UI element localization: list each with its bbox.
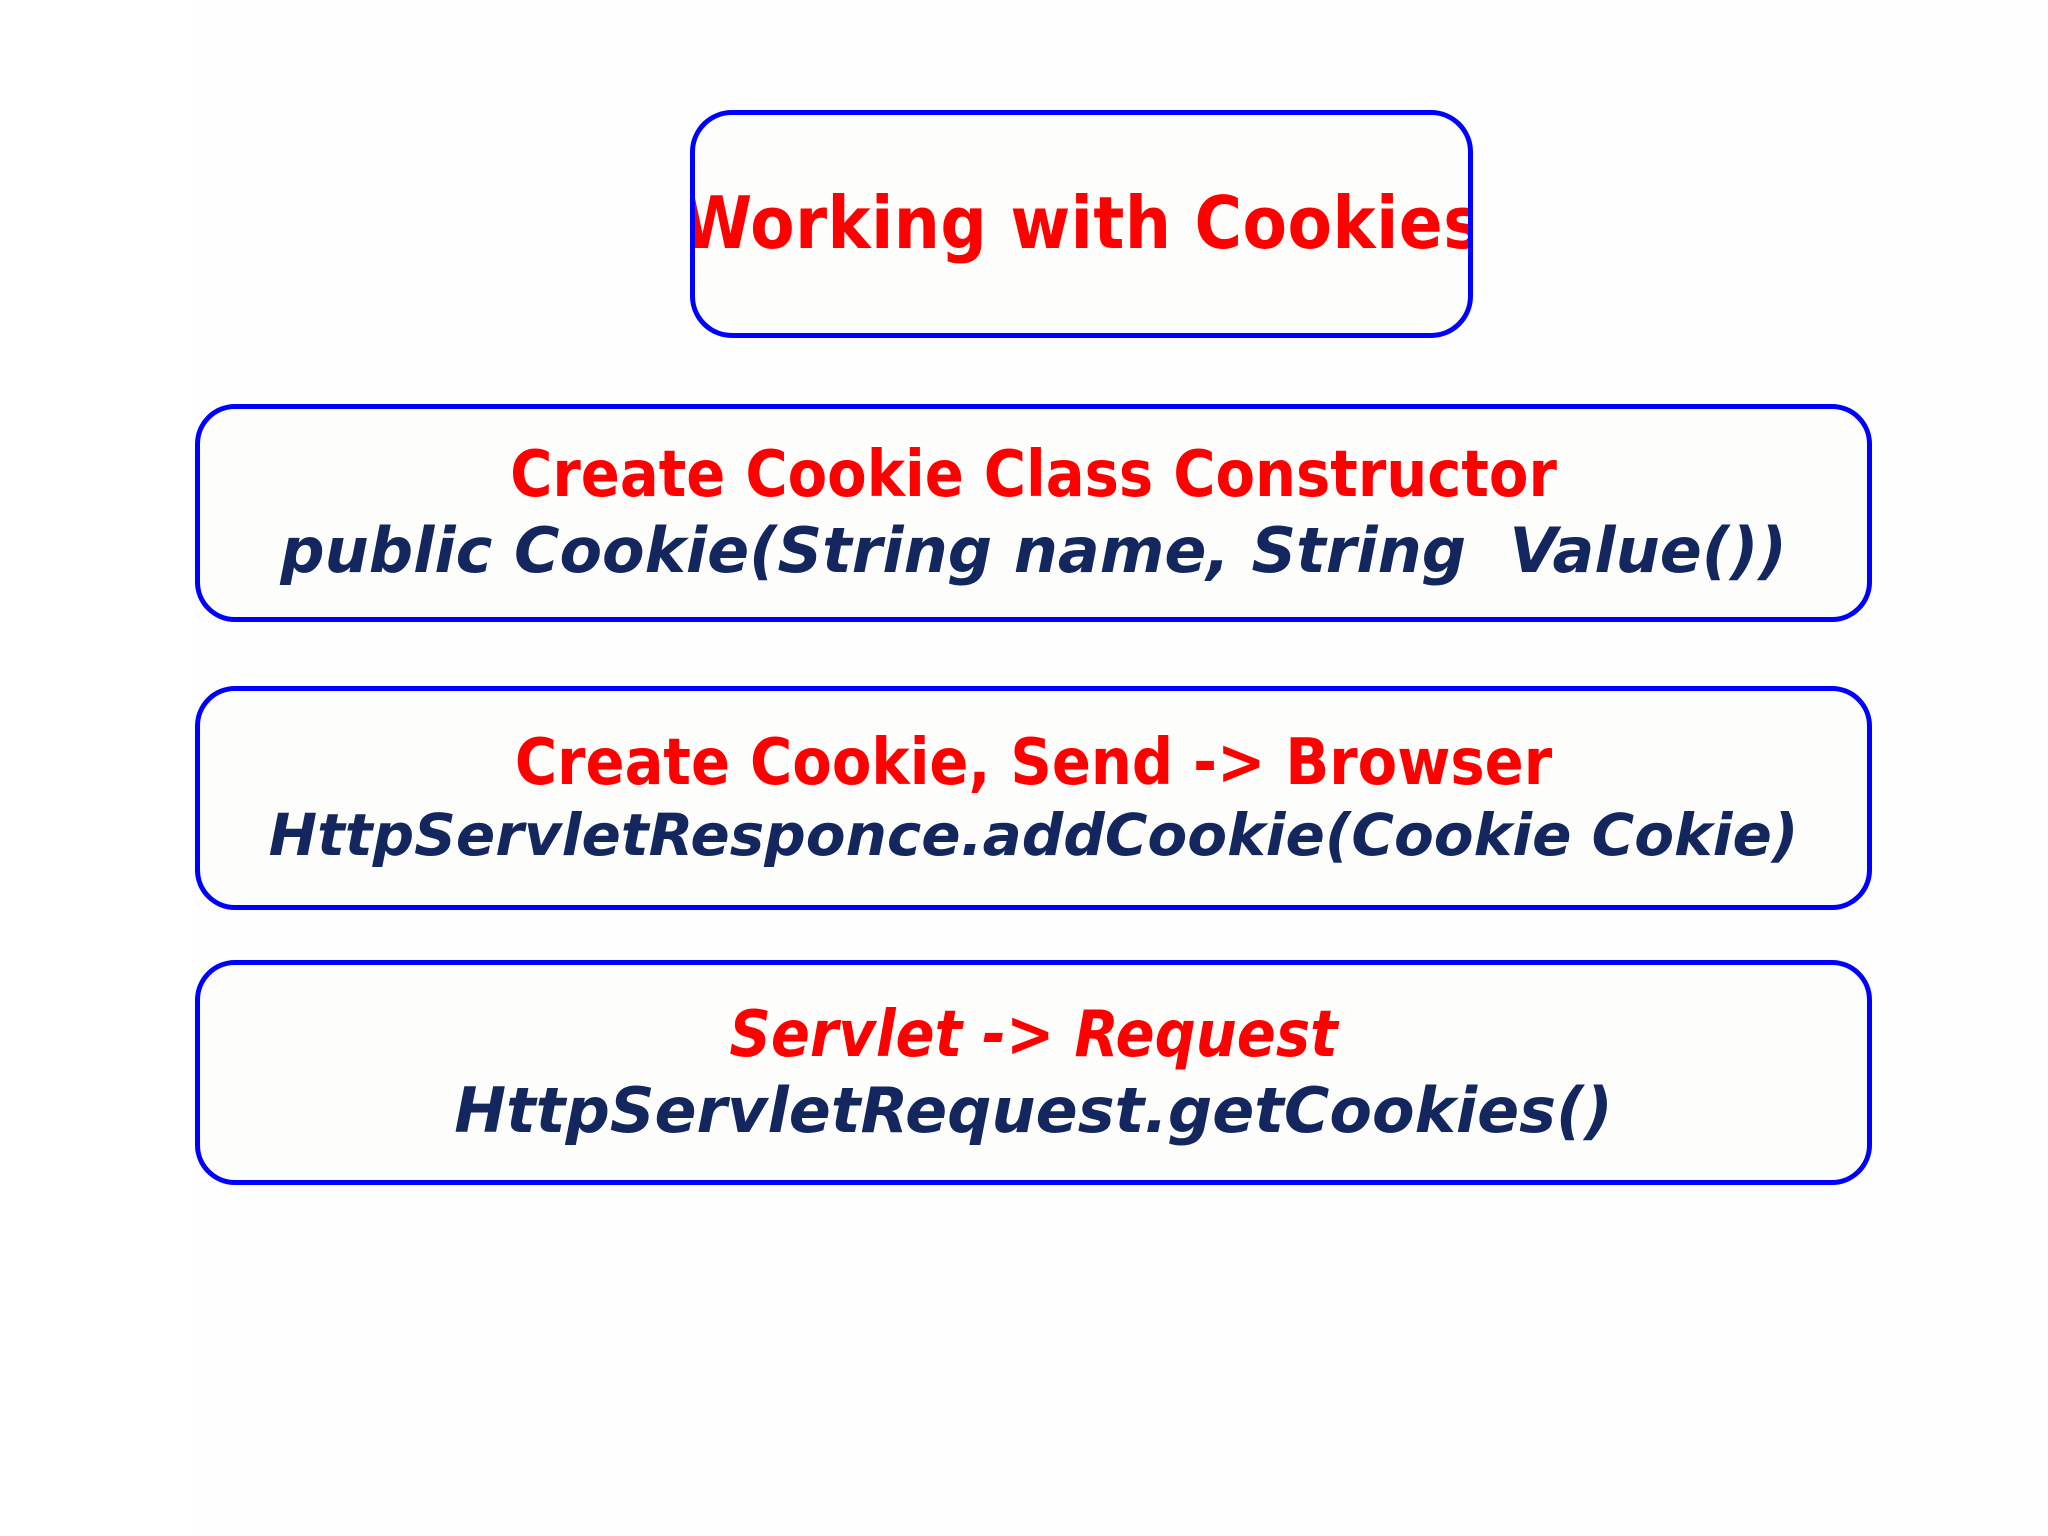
page-title: Working with Cookies [690,181,1473,266]
cookie-constructor-box: Create Cookie Class Constructor public C… [195,404,1872,622]
cookie-send-browser-heading: Create Cookie, Send -> Browser [514,725,1553,800]
title-box: Working with Cookies [690,110,1473,338]
cookie-send-browser-box: Create Cookie, Send -> Browser HttpServl… [195,686,1872,910]
servlet-request-heading: Servlet -> Request [729,997,1338,1072]
servlet-request-box: Servlet -> Request HttpServletRequest.ge… [195,960,1872,1185]
cookie-constructor-code: public Cookie(String name, String Value(… [280,514,1787,588]
cookie-send-browser-code: HttpServletResponce.addCookie(Cookie Cok… [268,801,1799,870]
servlet-request-code: HttpServletRequest.getCookies() [454,1073,1613,1147]
cookie-constructor-heading: Create Cookie Class Constructor [510,438,1557,513]
